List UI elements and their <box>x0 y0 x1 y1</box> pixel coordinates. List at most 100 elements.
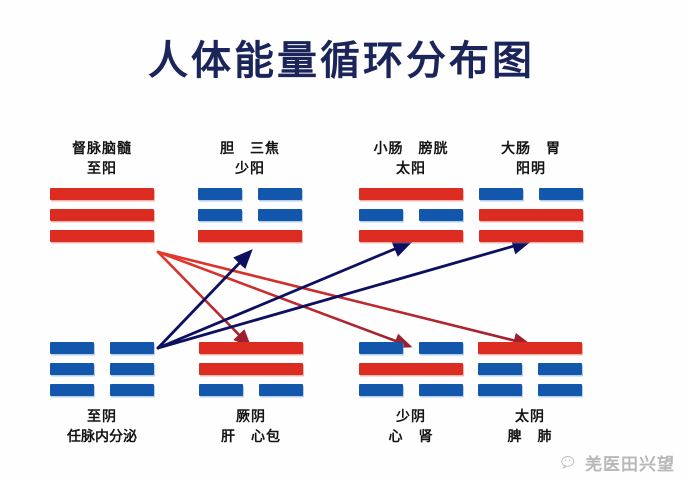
yin-line <box>359 342 463 354</box>
hexagram-label-line2: 肝 心包 <box>221 428 281 445</box>
yin-line <box>198 208 302 221</box>
line-segment <box>110 384 154 396</box>
yang-line <box>199 363 303 375</box>
line-segment <box>199 363 303 375</box>
yin-line <box>50 384 154 396</box>
hexagram-label-line2: 心 肾 <box>388 428 434 445</box>
line-segment <box>258 187 302 200</box>
hexagram-bars <box>199 342 303 396</box>
yin-line <box>359 208 463 221</box>
hexagram-label-line1: 至阴 <box>87 408 117 424</box>
line-segment <box>258 208 302 221</box>
yang-line <box>199 342 303 354</box>
line-segment <box>538 363 582 375</box>
line-segment <box>199 342 303 354</box>
yin-line <box>50 363 154 375</box>
hexagram-group-xiaochang-pangguang[interactable]: 小肠 膀胱 太阳 <box>355 138 467 242</box>
hexagram-group-dumai-naosui[interactable]: 督脉脑髓 至阳 <box>46 138 158 242</box>
hexagram-bars <box>50 187 154 242</box>
hexagram-group-dachang-wei[interactable]: 大肠 胃 阳明 <box>475 138 587 242</box>
line-segment <box>50 342 94 354</box>
hexagram-group-dan-sanjiao[interactable]: 胆 三焦 少阳 <box>194 138 306 242</box>
hexagram-labels: 胆 三焦 少阳 <box>194 138 306 179</box>
connection-line-red-1 <box>156 250 252 348</box>
connection-line-navy-1 <box>156 249 253 350</box>
connection-line-red-2 <box>156 250 413 349</box>
line-segment <box>359 363 463 375</box>
hexagram-labels: 厥阴 肝 心包 <box>195 406 307 447</box>
line-segment <box>50 384 94 396</box>
line-segment <box>359 342 403 354</box>
hexagram-group-taiyin-pi-fei[interactable]: 太阴 脾 肺 <box>474 342 586 447</box>
connection-line-navy-2 <box>156 241 413 350</box>
yang-line <box>359 187 463 200</box>
yin-line <box>478 384 582 396</box>
line-segment <box>479 229 583 242</box>
hexagram-bars <box>359 342 463 396</box>
hexagram-label-line1: 太阴 <box>515 408 545 424</box>
hexagram-label-line1: 胆 三焦 <box>220 140 280 156</box>
yang-line <box>50 187 154 200</box>
hexagram-labels: 太阴 脾 肺 <box>474 406 586 447</box>
line-segment <box>259 384 303 396</box>
hexagram-label-line2: 阳明 <box>516 160 546 177</box>
hexagram-label-line1: 厥阴 <box>236 408 266 424</box>
hexagram-bars <box>479 187 583 242</box>
line-segment <box>50 187 154 200</box>
line-segment <box>50 229 154 242</box>
hexagram-group-shaoyin-xin-shen[interactable]: 少阴 心 肾 <box>355 342 467 447</box>
connection-line-red-3 <box>156 250 532 349</box>
line-segment <box>539 187 583 200</box>
watermark: 羌医田兴望 <box>561 450 675 475</box>
hexagram-label-line1: 督脉脑髓 <box>72 140 132 156</box>
line-segment <box>199 384 243 396</box>
yin-line <box>359 384 463 396</box>
hexagram-labels: 督脉脑髓 至阳 <box>46 138 158 179</box>
line-segment <box>110 342 154 354</box>
line-segment <box>359 187 463 200</box>
yin-line <box>478 363 582 375</box>
line-segment <box>478 384 522 396</box>
watermark-text: 羌医田兴望 <box>585 455 675 475</box>
line-segment <box>359 384 403 396</box>
hexagram-labels: 少阴 心 肾 <box>355 406 467 447</box>
line-segment <box>359 229 463 242</box>
line-segment <box>479 208 583 221</box>
line-segment <box>478 342 582 354</box>
line-segment <box>50 208 154 221</box>
hexagram-labels: 大肠 胃 阳明 <box>475 138 587 179</box>
yang-line <box>479 208 583 221</box>
hexagram-labels: 小肠 膀胱 太阳 <box>355 138 467 179</box>
line-segment <box>50 363 94 375</box>
line-segment <box>198 229 302 242</box>
line-segment <box>479 187 523 200</box>
yang-line <box>359 363 463 375</box>
yang-line <box>50 229 154 242</box>
hexagram-bars <box>198 187 302 242</box>
yin-line <box>199 384 303 396</box>
yang-line <box>478 342 582 354</box>
hexagram-label-line1: 少阴 <box>396 408 426 424</box>
hexagram-label-line1: 小肠 膀胱 <box>373 140 449 156</box>
yin-line <box>50 342 154 354</box>
hexagram-label-line2: 脾 肺 <box>507 428 553 445</box>
hexagram-label-line2: 少阳 <box>235 160 265 177</box>
line-segment <box>419 342 463 354</box>
hexagram-bars <box>359 187 463 242</box>
page-title: 人体能量循环分布图 <box>148 37 535 84</box>
hexagram-label-line2: 太阳 <box>396 160 426 177</box>
line-segment <box>198 187 242 200</box>
connection-line-navy-3 <box>156 238 532 350</box>
line-segment <box>538 384 582 396</box>
hexagram-label-line1: 大肠 胃 <box>501 140 561 156</box>
wechat-icon <box>561 455 575 469</box>
yin-line <box>198 187 302 200</box>
hexagram-group-jueyin-gan-xinbao[interactable]: 厥阴 肝 心包 <box>195 342 307 447</box>
yang-line <box>359 229 463 242</box>
yang-line <box>50 208 154 221</box>
hexagram-group-zhiyin-renmai[interactable]: 至阴 任脉内分泌 <box>46 342 158 447</box>
hexagram-label-line2: 任脉内分泌 <box>67 428 137 445</box>
line-segment <box>359 208 403 221</box>
line-segment <box>419 208 463 221</box>
